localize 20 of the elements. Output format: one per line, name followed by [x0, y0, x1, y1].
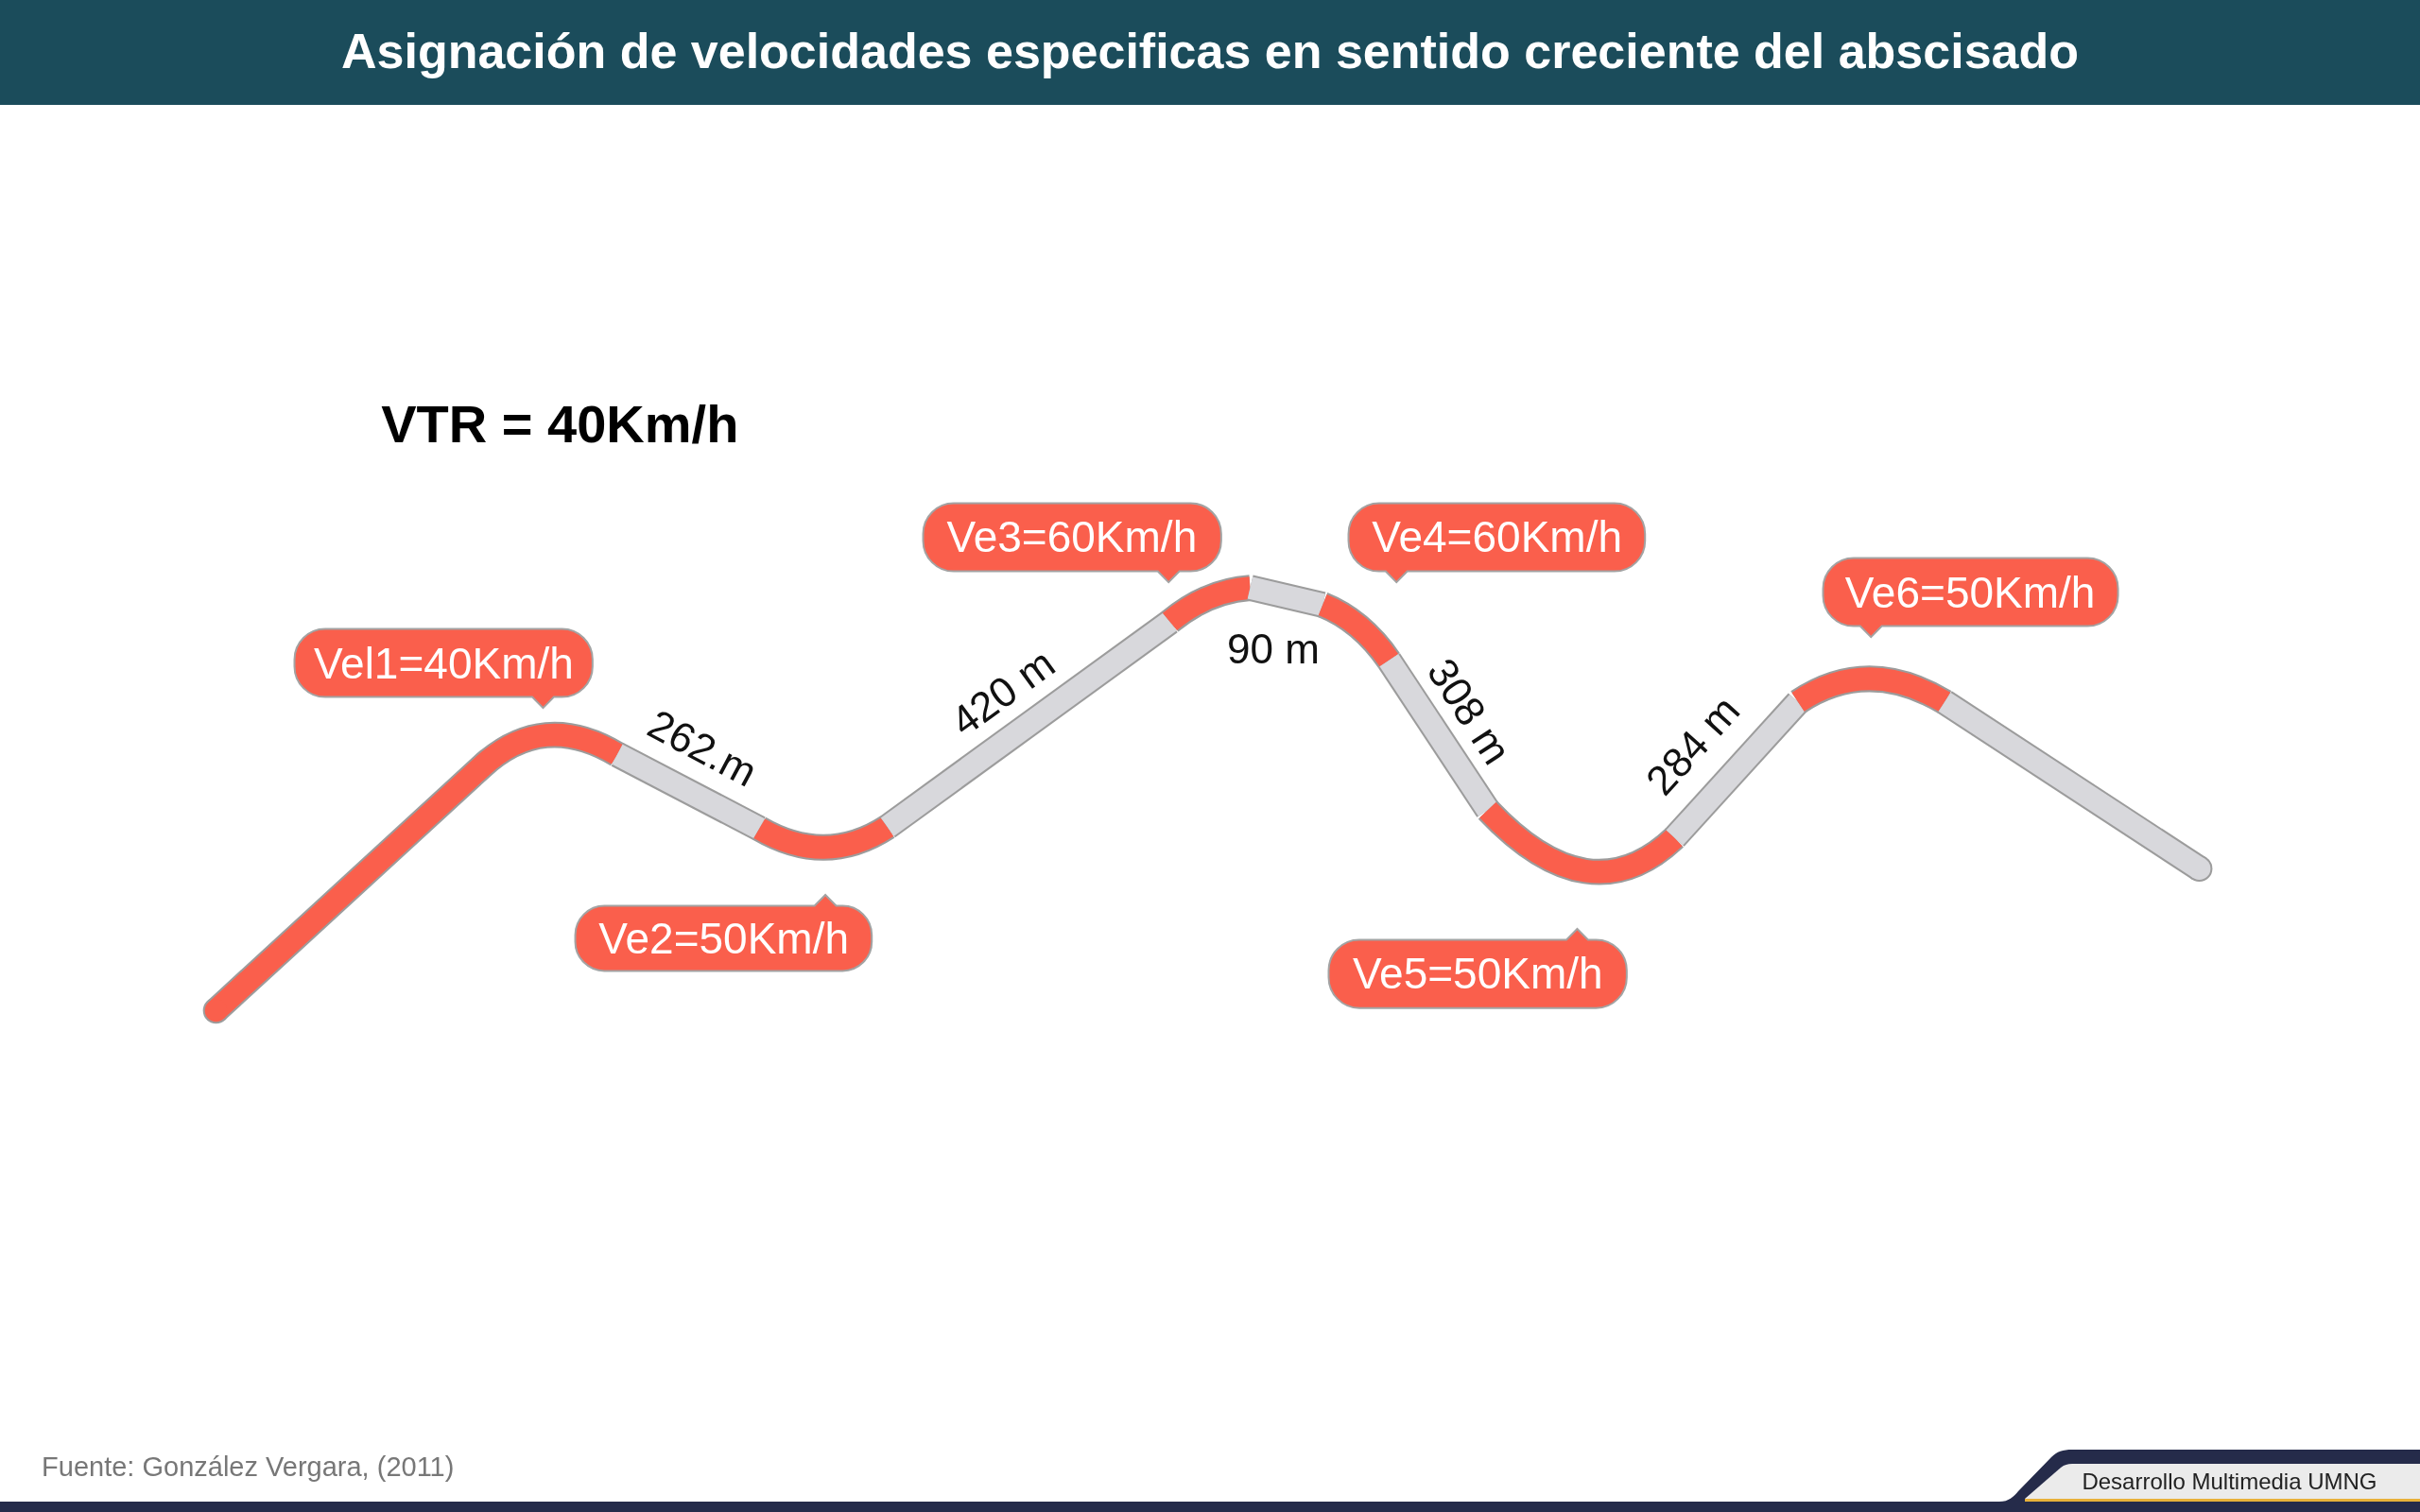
speech-bubble [1821, 557, 2119, 641]
speed-label: Ve4=60Km/h [1372, 511, 1622, 562]
footer-label: Desarrollo Multimedia UMNG [2082, 1469, 2377, 1495]
source-note: Fuente: González Vergara, (2011) [42, 1451, 455, 1484]
distance-label: 308 m [1418, 649, 1521, 773]
design-speed-label: VTR = 40Km/h [381, 393, 739, 455]
speed-label: Ve3=60Km/h [946, 511, 1198, 562]
distance-label: 284 m [1636, 686, 1750, 804]
speed-label: Ve5=50Km/h [1352, 948, 1603, 999]
speed-label: Vel1=40Km/h [313, 638, 574, 689]
title-text: Asignación de velocidades especificas en sentido creciente del abscisado [340, 24, 2080, 80]
speed-label: Ve2=50Km/h [598, 913, 850, 964]
speech-bubble [293, 627, 595, 712]
distance-label: 90 m [1227, 626, 1320, 674]
speech-bubble [574, 891, 874, 972]
speed-label: Ve6=50Km/h [1844, 567, 2096, 618]
speech-bubble [1327, 925, 1629, 1009]
distance-label: 420 m [942, 639, 1064, 747]
speech-bubble [921, 501, 1223, 585]
speech-bubble [1347, 501, 1648, 585]
